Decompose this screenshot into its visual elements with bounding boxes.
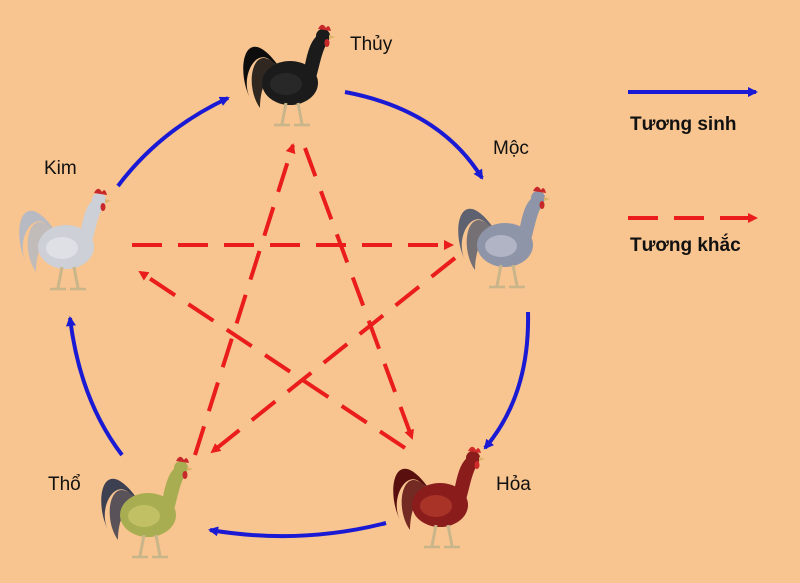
node-label-moc: Mộc [493, 138, 529, 159]
node-label-tho: Thổ [48, 474, 81, 495]
arrow-tho-to-kim [66, 316, 124, 457]
node-label-hoa: Hỏa [496, 474, 531, 495]
roosters [19, 24, 550, 559]
legend-khac-label: Tương khắc [630, 235, 741, 256]
khac-arrows [132, 143, 457, 456]
arrow-kim-to-thuy [116, 96, 230, 188]
legend-sinh-label: Tương sinh [630, 114, 737, 135]
node-label-thuy: Thủy [350, 34, 393, 55]
arrow-hoa-to-tho [208, 521, 387, 539]
arrow-thuy-to-hoa [303, 147, 414, 440]
arrow-hoa-to-kim [138, 270, 407, 450]
rooster-thuy-icon [243, 24, 335, 127]
rooster-hoa-icon [393, 446, 485, 549]
arrow-thuy-to-moc [344, 90, 484, 180]
legend [628, 87, 758, 223]
sinh-arrows [66, 90, 531, 539]
rooster-tho-icon [101, 456, 193, 559]
arrow-tho-to-thuy [193, 143, 296, 456]
arrow-moc-to-tho [210, 256, 457, 454]
rooster-kim-icon [19, 188, 111, 291]
arrow-moc-to-hoa [483, 311, 531, 450]
node-label-kim: Kim [44, 158, 77, 179]
rooster-moc-icon [458, 186, 550, 289]
